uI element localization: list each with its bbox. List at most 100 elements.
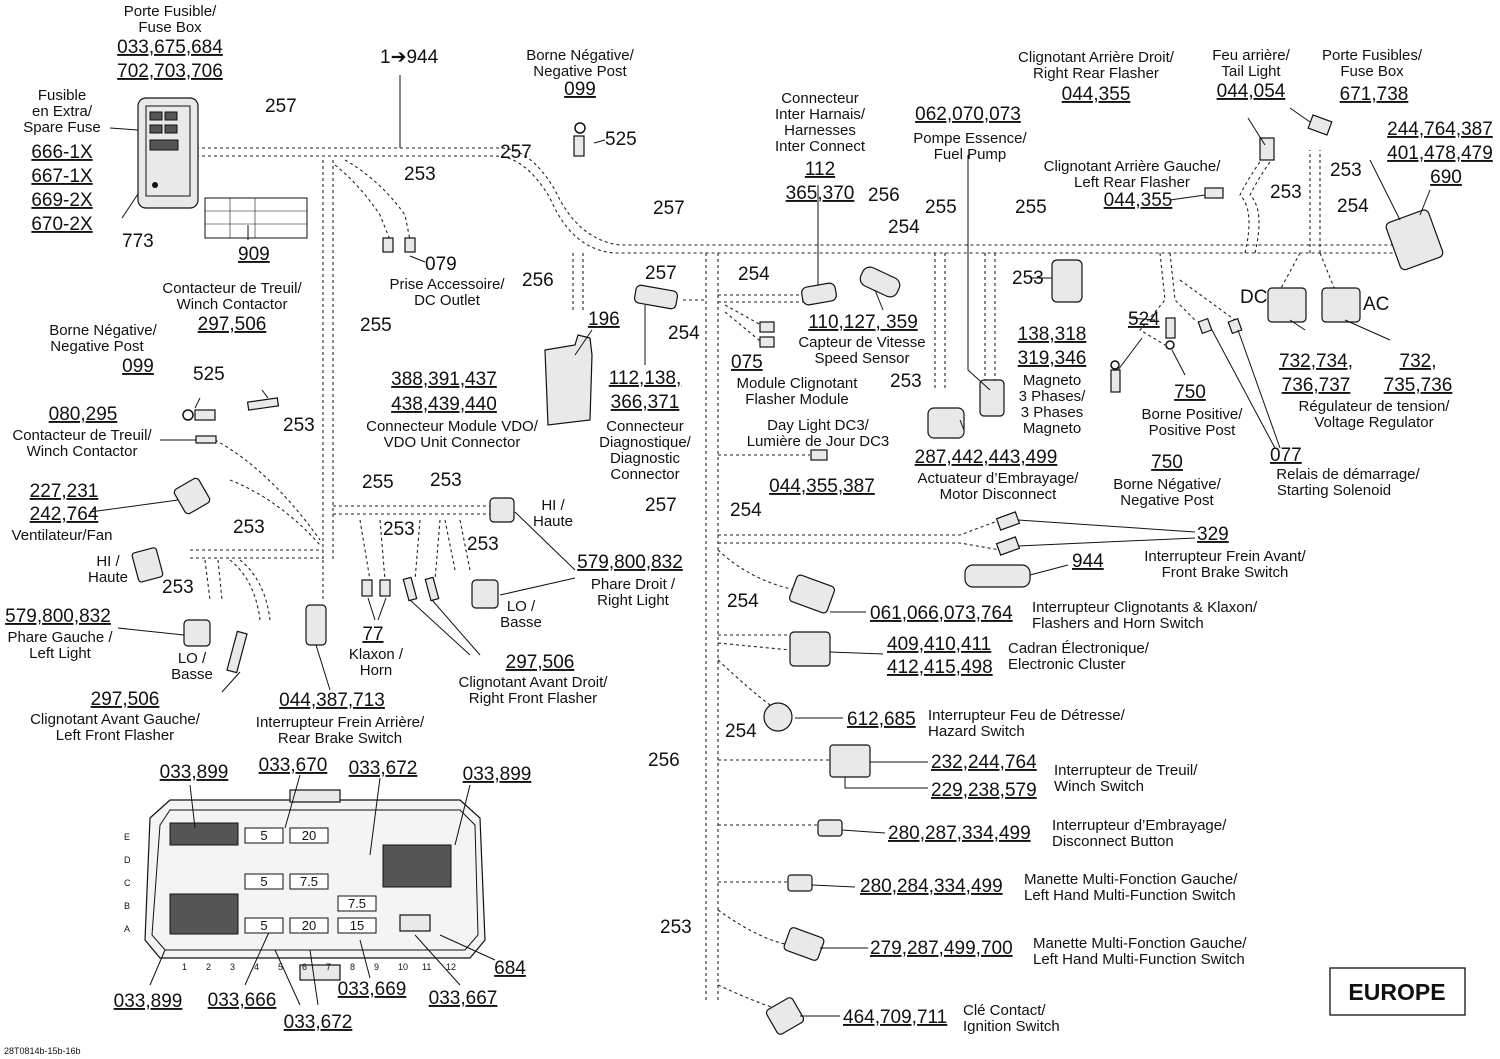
fan-num-1: 227,231 (30, 481, 99, 502)
diag-num-2: 366,371 (611, 392, 680, 413)
headlight-right-lo-1: LO / (507, 598, 536, 615)
ignition-label-2: Ignition Switch (963, 1018, 1060, 1035)
fbd-fuse: 20 (289, 917, 329, 934)
diag-num-1: 112,138, (609, 368, 682, 389)
fbd-col-5: 5 (278, 962, 283, 972)
dc-outlet-label-2: DC Outlet (414, 292, 481, 309)
spare-fuse-label-3: Spare Fuse (23, 119, 101, 136)
fuse-box-label-1: Porte Fusible/ (124, 3, 217, 20)
hazard-label-1: Interrupteur Feu de Détresse/ (928, 707, 1126, 724)
inter-harness-label-3: Harnesses (784, 122, 856, 139)
inter-harness-num-2: 365,370 (786, 183, 855, 204)
seg-253-l: 253 (660, 917, 692, 938)
seg-255-b: 255 (362, 472, 394, 493)
fbd-fuse: 5 (244, 827, 284, 844)
flashers-horn-label-1: Interrupteur Clignotants & Klaxon/ (1032, 599, 1258, 616)
fbd-col-11: 11 (422, 962, 431, 972)
fuse-box-right-label-1: Porte Fusibles/ (1322, 47, 1423, 64)
regulator-num-2: 736,737 (1282, 375, 1351, 396)
seg-257-d: 257 (645, 263, 677, 284)
spare-fuse-num-3: 669-2X (31, 190, 93, 211)
pos-post-label-2: Positive Post (1149, 422, 1237, 439)
vdo-label-1: Connecteur Module VDO/ (366, 418, 539, 435)
cluster-num-2: 412,415,498 (887, 657, 993, 678)
motor-disconnect-label-2: Motor Disconnect (940, 486, 1058, 503)
inter-harness-num-1: 112 (805, 159, 835, 180)
seg-253-i: 253 (1012, 268, 1044, 289)
flasher-right-label-2: Right Front Flasher (469, 690, 597, 707)
fbd-bottom-3: 033,669 (338, 979, 407, 1000)
harness-lines (190, 147, 1400, 1011)
headlight-right-hi-2: Haute (533, 513, 573, 530)
speed-sensor-label-1: Capteur de Vitesse (798, 334, 925, 351)
headlight-left-hi-1: HI / (96, 553, 120, 570)
daylight-num: 044,355,387 (769, 476, 875, 497)
rear-brake-num: 044,387,713 (279, 690, 385, 711)
neg-post-left-label-2: Negative Post (50, 338, 144, 355)
part-079: 079 (425, 254, 457, 275)
fbd-fuse-rating: 20 (302, 918, 316, 933)
winch-contactor-left-label-2: Winch Contactor (27, 443, 138, 460)
fuse-box-right-num: 671,738 (1340, 84, 1409, 105)
magneto-label-2: 3 Phases/ (1019, 388, 1087, 405)
neg-post-top-label-2: Negative Post (533, 63, 627, 80)
fbd-fuse: 5 (244, 917, 284, 934)
disconnect-button-label-1: Interrupteur d’Embrayage/ (1052, 817, 1227, 834)
headlight-left-lo-2: Basse (171, 666, 213, 683)
spare-fuse-label-2: en Extra/ (32, 103, 93, 120)
solenoid-label-2: Starting Solenoid (1277, 482, 1391, 499)
fbd-row-D: D (124, 855, 131, 865)
vdo-label-2: VDO Unit Connector (384, 434, 521, 451)
part-690: 690 (1430, 167, 1462, 188)
parts (131, 97, 1444, 1035)
winch-contactor-left-num: 080,295 (49, 404, 118, 425)
fuse-box-num-2: 702,703,706 (117, 61, 223, 82)
headlight-right-num: 579,800,832 (577, 552, 683, 573)
seg-253-j: 253 (1330, 160, 1362, 181)
flashers-horn-label-2: Flashers and Horn Switch (1032, 615, 1204, 632)
diag-label-3: Diagnostic (610, 450, 681, 467)
lh-switch1-label-2: Left Hand Multi-Function Switch (1024, 887, 1236, 904)
part-525-left: 525 (193, 364, 225, 385)
seg-254-b: 254 (738, 264, 770, 285)
regulator-ac: AC (1363, 294, 1389, 315)
lh-switch1-num: 280,284,334,499 (860, 876, 1003, 897)
hazard-label-2: Hazard Switch (928, 723, 1025, 740)
neg-post-right-label-1: Borne Négative/ (1113, 476, 1221, 493)
part-944: 944 (1072, 551, 1104, 572)
seg-255-d: 255 (1015, 197, 1047, 218)
regulator-num-4: 735,736 (1384, 375, 1453, 396)
tail-light-label-1: Feu arrière/ (1212, 47, 1290, 64)
flasher-left-label-2: Left Front Flasher (56, 727, 174, 744)
part-684: 684 (494, 958, 526, 979)
fbd-fuse-rating: 5 (260, 828, 267, 843)
fbd-fuse: 7.5 (337, 895, 377, 912)
regulator-num-1: 732,734, (1279, 351, 1353, 372)
neg-post-right-label-2: Negative Post (1120, 492, 1214, 509)
flasher-left-num: 297,506 (91, 689, 160, 710)
fbd-col-10: 10 (398, 962, 408, 972)
fbd-row-A: A (124, 924, 130, 934)
regulator-label-1: Régulateur de tension/ (1299, 398, 1451, 415)
magneto-num-1: 138,318 (1018, 324, 1087, 345)
diag-label-4: Connector (610, 466, 679, 483)
fbd-col-3: 3 (230, 962, 235, 972)
rear-right-flasher-label-1: Clignotant Arrière Droit/ (1018, 49, 1175, 66)
fuse-box-right-label-2: Fuse Box (1340, 63, 1404, 80)
part-77: 77 (362, 624, 383, 645)
regulator-num-3: 732, (1400, 351, 1437, 372)
tail-light-num: 044,054 (1217, 81, 1286, 102)
fbd-col-1: 1 (182, 962, 187, 972)
seg-253-h: 253 (890, 371, 922, 392)
spare-fuse-num-4: 670-2X (31, 214, 93, 235)
rear-right-flasher-label-2: Right Rear Flasher (1033, 65, 1159, 82)
spare-fuse-label-1: Fusible (38, 87, 86, 104)
fbd-col-6: 6 (302, 962, 307, 972)
fbd-col-8: 8 (350, 962, 355, 972)
seg-255-c: 255 (925, 197, 957, 218)
fuse-box-label-2: Fuse Box (138, 19, 202, 36)
headlight-right-label-2: Right Light (597, 592, 670, 609)
rear-left-flasher-label-1: Clignotant Arrière Gauche/ (1044, 158, 1222, 175)
